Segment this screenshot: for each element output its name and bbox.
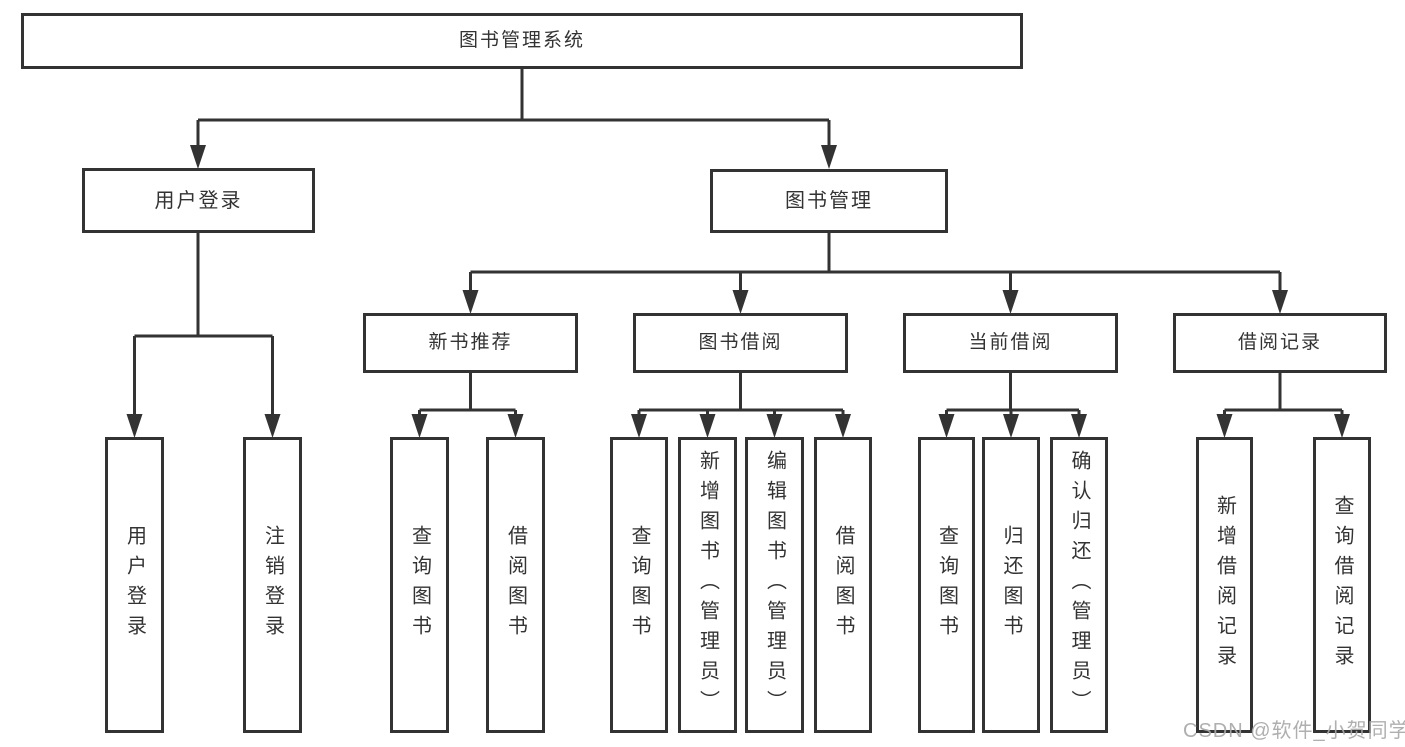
connector-borrowing-records-to-leaves	[1223, 372, 1344, 418]
node-root-system: 图书管理系统	[21, 13, 1023, 69]
connector-new-book-recommend-to-leaves	[418, 372, 517, 418]
node-user-login-branch: 用户登录	[82, 168, 315, 233]
leaf-borrow-books-borrowing: 借阅图书	[814, 437, 872, 733]
arrowheads	[126, 145, 1350, 438]
node-book-management-branch: 图书管理	[710, 169, 948, 233]
connector-book-management-to-modules	[469, 233, 1282, 294]
leaf-confirm-return-admin: 确认归还（管理员）	[1050, 437, 1108, 733]
leaf-query-books-recommend: 查询图书	[390, 437, 449, 733]
watermark: CSDN @软件_小贺同学	[1183, 720, 1405, 742]
connector-current-borrowing-to-leaves	[945, 372, 1081, 418]
leaf-logout: 注销登录	[243, 437, 302, 733]
leaf-add-borrow-record: 新增借阅记录	[1196, 437, 1253, 733]
leaf-edit-books-admin: 编辑图书（管理员）	[745, 437, 804, 733]
leaf-borrow-books-recommend: 借阅图书	[486, 437, 545, 733]
leaf-query-books-borrowing: 查询图书	[610, 437, 668, 733]
node-borrowing-records: 借阅记录	[1173, 313, 1387, 373]
leaf-user-login: 用户登录	[105, 437, 164, 733]
leaf-query-borrow-record: 查询借阅记录	[1313, 437, 1371, 733]
node-current-borrowing: 当前借阅	[903, 313, 1118, 373]
node-book-borrowing: 图书借阅	[633, 313, 848, 373]
connector-root-to-branches	[196, 67, 831, 150]
node-new-book-recommend: 新书推荐	[363, 313, 578, 373]
leaf-add-books-admin: 新增图书（管理员）	[678, 437, 737, 733]
leaf-return-books: 归还图书	[982, 437, 1040, 733]
connector-user-login-to-leaves	[133, 232, 274, 418]
connector-book-borrowing-to-leaves	[637, 372, 845, 418]
leaf-query-books-current: 查询图书	[918, 437, 975, 733]
